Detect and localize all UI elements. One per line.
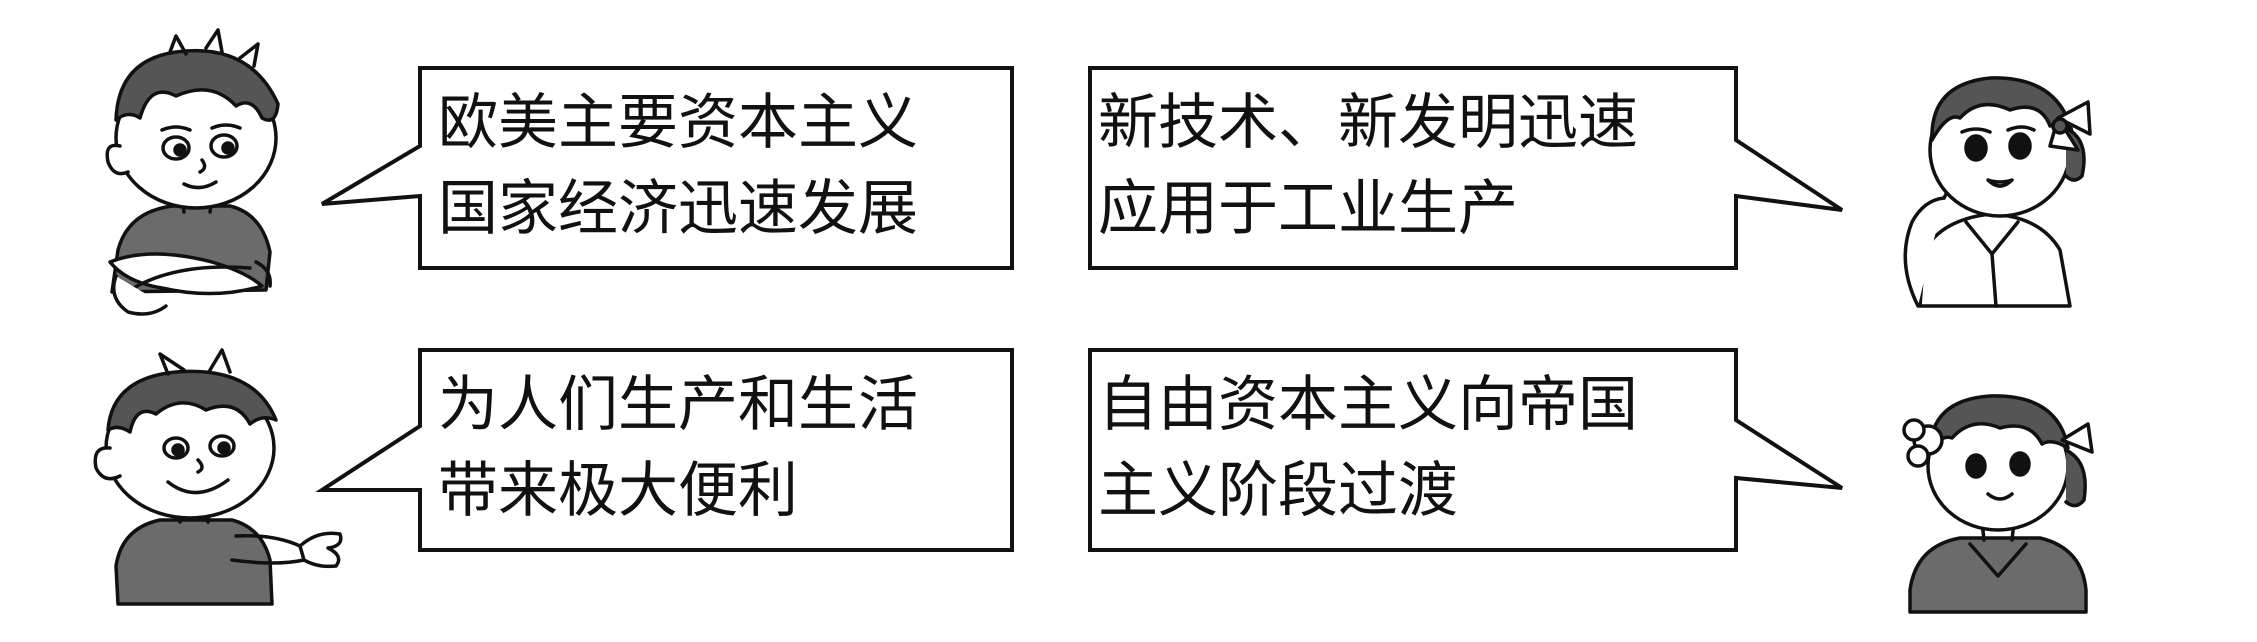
boy-arms-crossed-icon <box>105 28 280 316</box>
speech-bubble-text-top-right: 新技术、新发明迅速 应用于工业生产 <box>1098 80 1732 252</box>
speech-bubble-top-right <box>1088 66 1844 270</box>
speech-bubble-bottom-left <box>315 348 1014 552</box>
speech-bubble-top-left <box>320 66 1014 270</box>
speech-bubble-bottom-right <box>1088 348 1844 552</box>
speech-bubble-text-top-left: 欧美主要资本主义 国家经济迅速发展 <box>438 80 1004 252</box>
speech-bubble-text-bottom-right: 自由资本主义向帝国 主义阶段过渡 <box>1098 362 1732 534</box>
speech-line: 自由资本主义向帝国 <box>1098 370 1638 440</box>
speech-bubble-text-bottom-left: 为人们生产和生活 带来极大便利 <box>438 362 1004 534</box>
speech-line: 主义阶段过渡 <box>1098 456 1458 526</box>
speech-line: 欧美主要资本主义 <box>438 88 918 158</box>
speech-line: 新技术、新发明迅速 <box>1098 88 1638 158</box>
speech-line: 为人们生产和生活 <box>438 370 918 440</box>
speech-line: 应用于工业生产 <box>1098 174 1518 244</box>
speech-line: 带来极大便利 <box>438 456 798 526</box>
girl-hand-on-cheek-icon <box>1903 76 2092 308</box>
girl-with-bow-icon <box>1902 394 2094 614</box>
speech-line: 国家经济迅速发展 <box>438 174 918 244</box>
boy-pointing-icon <box>93 348 343 606</box>
